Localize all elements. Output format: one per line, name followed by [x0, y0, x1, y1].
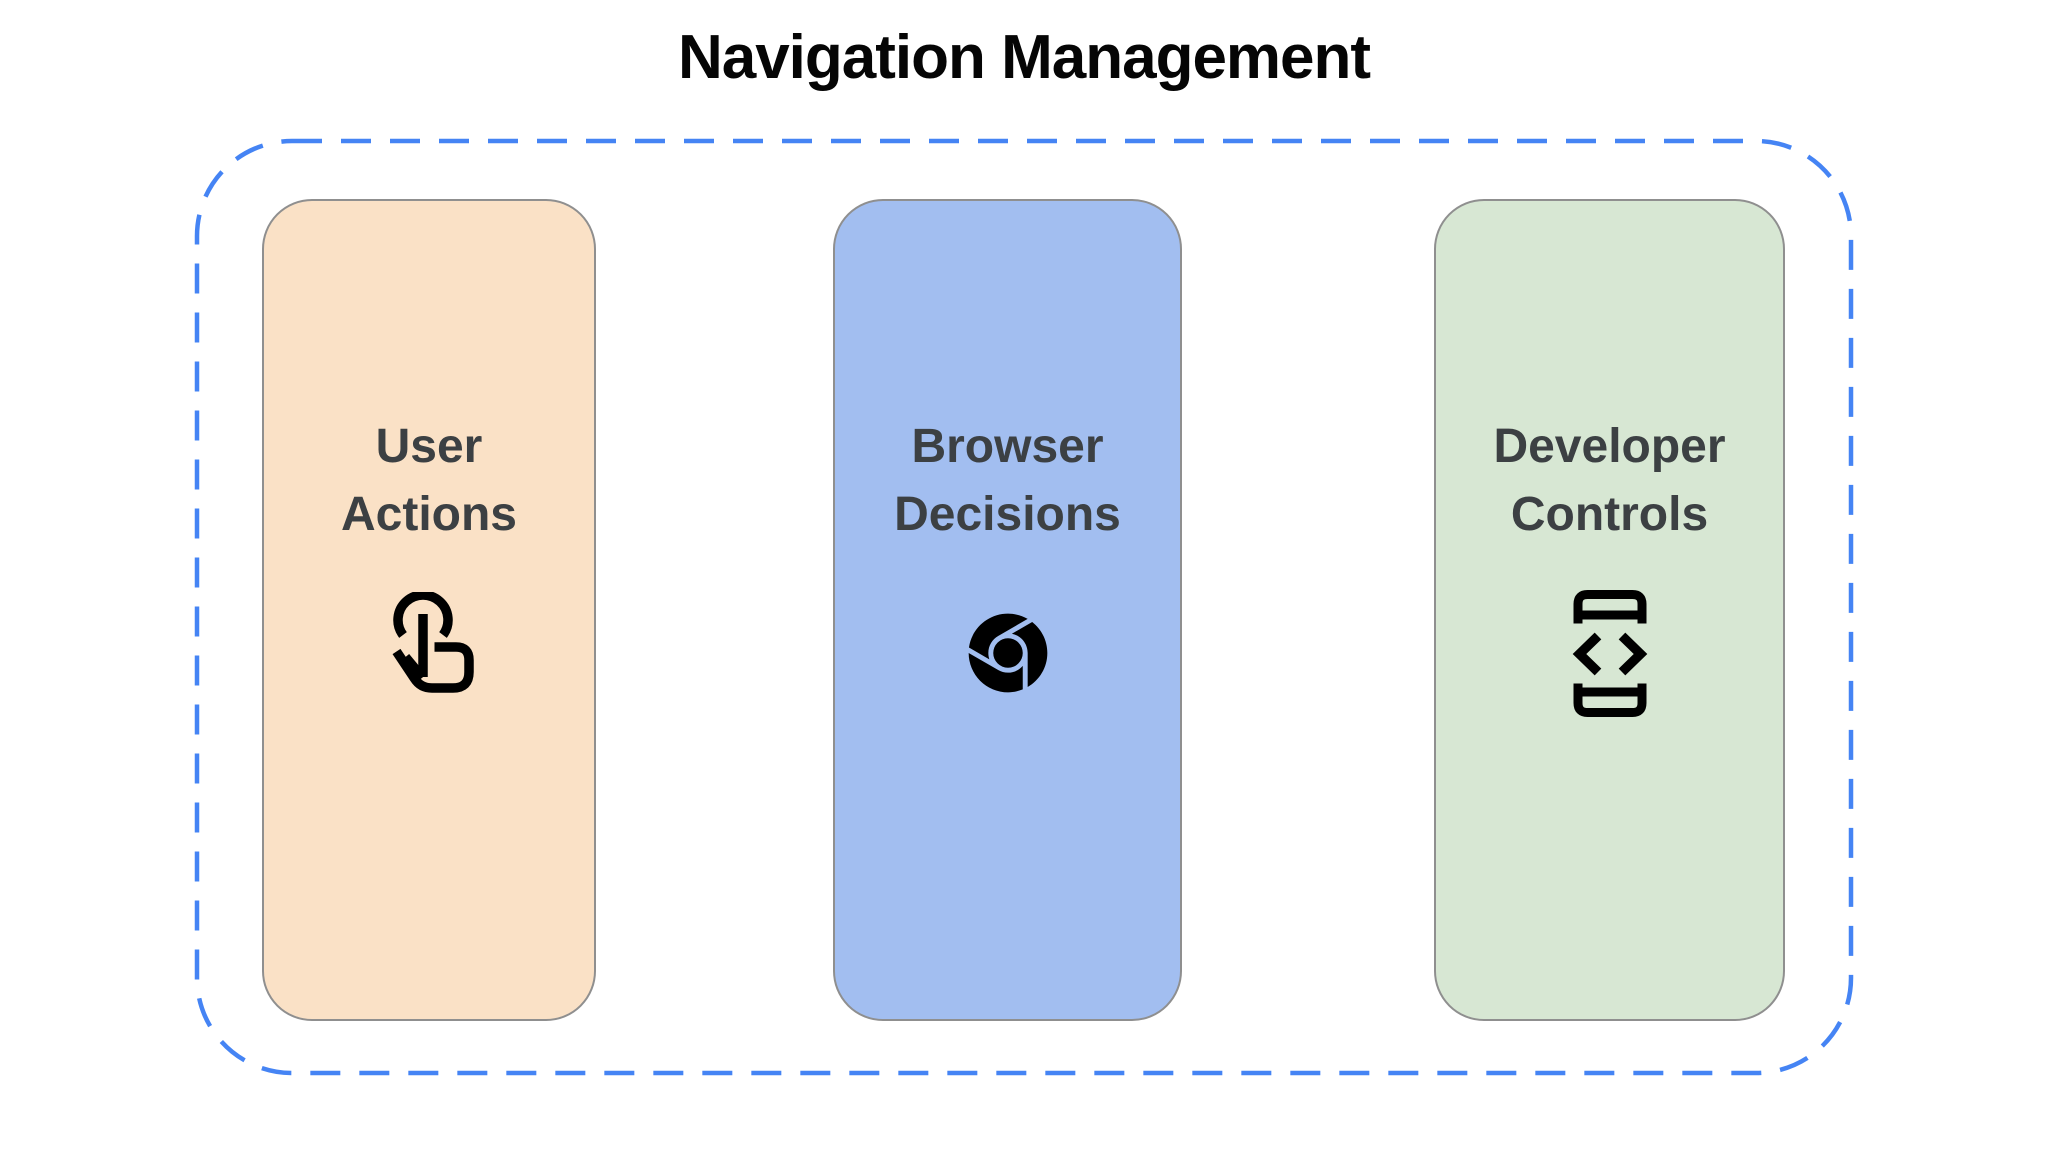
card-label: Developer Controls — [1493, 420, 1726, 541]
card-user-actions: User Actions — [262, 199, 596, 1021]
chrome-browser-icon — [949, 587, 1067, 719]
touch-gesture-icon — [376, 587, 482, 719]
dashed-border — [194, 138, 1854, 1076]
card-browser-decisions: Browser Decisions — [833, 199, 1182, 1021]
dashed-group-frame — [194, 138, 1854, 1076]
diagram-title: Navigation Management — [677, 23, 1371, 92]
card-label: Browser Decisions — [894, 420, 1121, 541]
card-label: User Actions — [340, 420, 517, 541]
card-developer-controls: Developer Controls — [1434, 199, 1785, 1021]
developer-mode-icon — [1557, 587, 1663, 719]
